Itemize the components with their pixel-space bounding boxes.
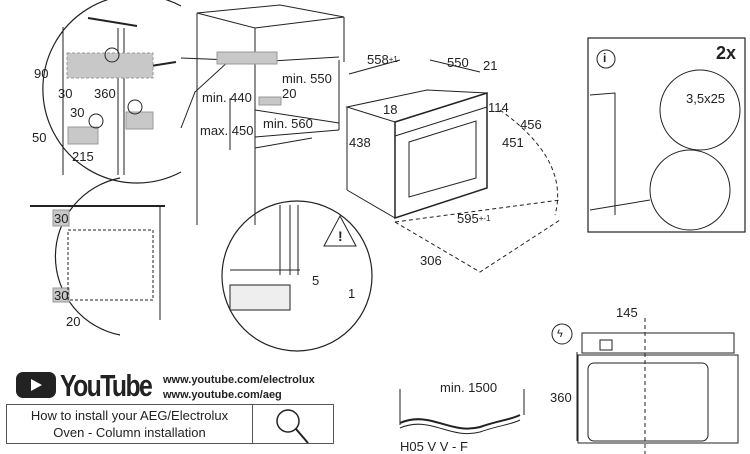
oven-drawing	[345, 59, 561, 273]
url-electrolux[interactable]: www.youtube.com/electrolux	[163, 374, 315, 386]
dim-451: 451	[502, 135, 524, 150]
dim-438: 438	[349, 135, 371, 150]
screw-panel	[587, 37, 746, 233]
dim-50: 50	[32, 130, 47, 145]
dim-558-tolerance: +1	[388, 55, 398, 64]
dim-1: 1	[348, 286, 356, 301]
cable-type: H05 V V - F	[400, 439, 468, 454]
magnifier-icon	[276, 409, 309, 444]
dim-min-550: min. 550	[282, 71, 332, 86]
dim-30-a: 30	[58, 86, 73, 101]
dim-558-value: 558	[367, 52, 389, 67]
dim-30-b: 30	[70, 105, 85, 120]
youtube-play-icon	[16, 372, 56, 398]
cabinet-drawing	[196, 4, 345, 225]
dim-5: 5	[312, 273, 320, 288]
dim-21: 21	[483, 58, 498, 73]
dim-30-bottom: 30	[54, 288, 69, 303]
dim-min-440: min. 440	[202, 90, 252, 105]
url-aeg[interactable]: www.youtube.com/aeg	[163, 389, 282, 401]
dim-360-socket: 360	[550, 390, 572, 405]
screw-size: 3,5x25	[686, 91, 726, 106]
dim-558: 558+1	[367, 53, 398, 66]
dim-595-value: 595	[457, 211, 479, 226]
dim-595: 595+-1	[457, 212, 491, 225]
dim-215: 215	[72, 149, 94, 164]
cable-drawing	[399, 389, 525, 434]
howto-line-1: How to install your AEG/Electrolux	[30, 408, 229, 423]
dim-550: 550	[447, 55, 469, 70]
dim-145: 145	[616, 305, 638, 320]
dim-max-450: max. 450	[200, 123, 254, 138]
cable-length: min. 1500	[437, 381, 501, 394]
electric-icon: ϟ	[557, 328, 563, 340]
howto-line-2: Oven - Column installation	[53, 425, 206, 440]
quantity-2x: 2x	[716, 43, 737, 63]
socket-view	[551, 318, 739, 454]
dim-min-560: min. 560	[263, 116, 313, 131]
niche-detail-circle	[42, 0, 232, 184]
dim-114: 114	[488, 100, 509, 115]
youtube-logo-text: YouTube	[60, 368, 153, 403]
dim-456: 456	[520, 117, 542, 132]
dim-20: 20	[282, 86, 297, 101]
howto-video-title: How to install your AEG/Electrolux Oven …	[6, 404, 252, 444]
side-detail-circle	[30, 177, 165, 336]
dim-360: 360	[94, 86, 116, 101]
dim-90: 90	[34, 66, 49, 81]
gap-detail-circle	[221, 200, 373, 352]
dim-30-top: 30	[54, 211, 69, 226]
search-button[interactable]	[252, 404, 334, 444]
warning-icon: !	[338, 228, 343, 244]
dim-20-side: 20	[66, 314, 81, 329]
dim-18: 18	[383, 102, 398, 117]
dim-595-tolerance: +-1	[478, 214, 491, 223]
info-icon: i	[603, 51, 607, 65]
dim-306: 306	[420, 253, 442, 268]
